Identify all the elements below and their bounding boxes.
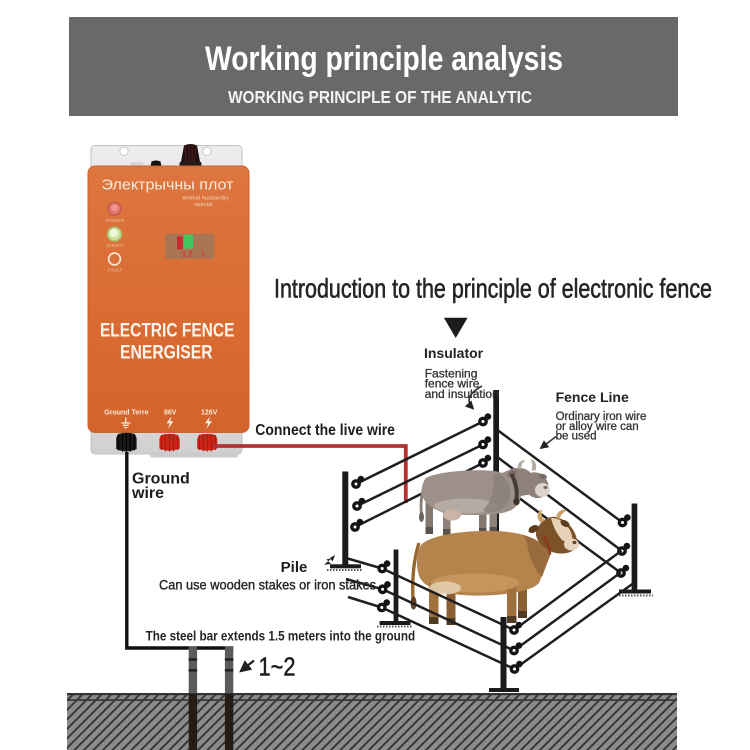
svg-text:and insulation: and insulation	[425, 387, 499, 401]
svg-text:SHOCK: SHOCK	[106, 243, 124, 249]
svg-text:Can use wooden stakes or iron: Can use wooden stakes or iron stakes	[159, 578, 376, 593]
svg-text:Fastening: Fastening	[425, 367, 478, 381]
svg-text:ENERGISER: ENERGISER	[120, 343, 213, 364]
svg-text:or alloy wire can: or alloy wire can	[556, 421, 639, 433]
svg-text:POWER: POWER	[106, 218, 125, 224]
svg-text:Connect the live wire: Connect the live wire	[255, 422, 395, 439]
svg-text:Ordinary iron wire: Ordinary iron wire	[556, 411, 647, 423]
svg-text:Working principle analysis: Working principle analysis	[205, 40, 563, 78]
svg-text:Ground Terre: Ground Terre	[104, 409, 148, 416]
svg-text:Pile: Pile	[281, 559, 308, 576]
svg-text:12.1: 12.1	[181, 250, 206, 260]
svg-text:WORKING PRINCIPLE OF THE ANALY: WORKING PRINCIPLE OF THE ANALYTIC	[228, 87, 532, 107]
svg-text:Animal husbandry: Animal husbandry	[182, 196, 229, 202]
svg-text:FAULT: FAULT	[108, 267, 123, 273]
svg-text:Электрычны плот: Электрычны плот	[102, 177, 234, 194]
svg-text:1~2: 1~2	[259, 652, 296, 682]
svg-text:Fence Line: Fence Line	[556, 389, 629, 405]
svg-text:fence wire: fence wire	[425, 377, 480, 391]
svg-text:special: special	[194, 202, 212, 208]
svg-text:wire: wire	[131, 485, 164, 502]
svg-text:86V: 86V	[164, 409, 177, 416]
svg-text:The steel bar extends 1.5 mete: The steel bar extends 1.5 meters into th…	[146, 628, 416, 643]
svg-text:ELECTRIC FENCE: ELECTRIC FENCE	[100, 321, 235, 342]
svg-text:Introduction to the principle: Introduction to the principle of electro…	[274, 274, 712, 304]
svg-text:Insulator: Insulator	[424, 345, 484, 361]
svg-text:be used: be used	[556, 431, 597, 443]
svg-text:Ground: Ground	[132, 470, 190, 487]
svg-text:126V: 126V	[201, 409, 218, 416]
